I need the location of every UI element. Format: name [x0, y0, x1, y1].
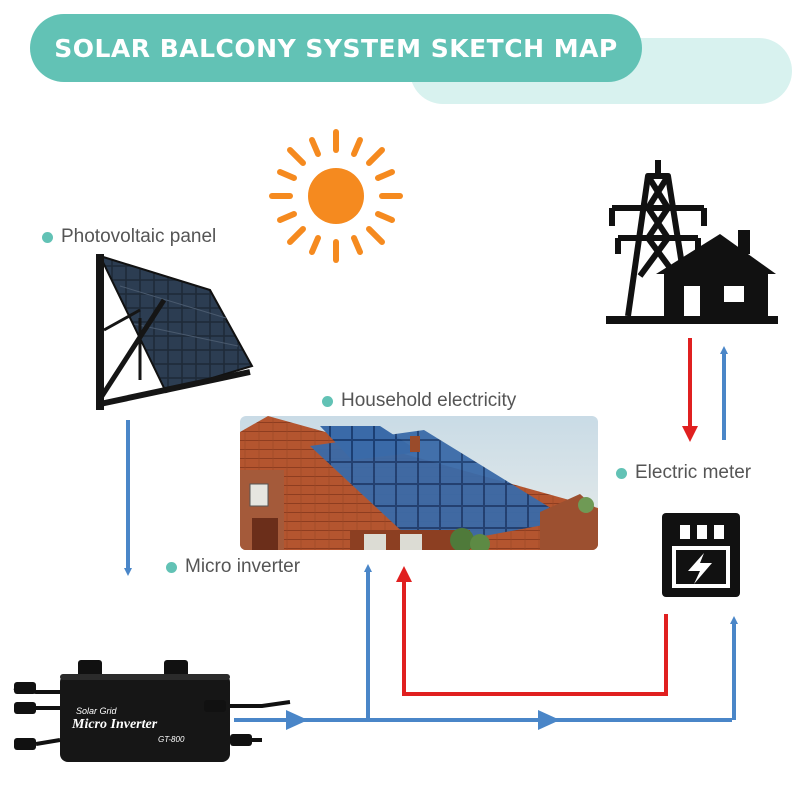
house-roof-photo: [240, 416, 598, 550]
inverter-name-text: Micro Inverter: [71, 717, 158, 732]
label-pv-panel-text: Photovoltaic panel: [61, 226, 217, 247]
label-household-text: Household electricity: [341, 390, 517, 411]
solar-panel-icon: [96, 254, 254, 410]
bullet-dot: [322, 395, 333, 407]
flow-arrowhead-red: [396, 566, 412, 582]
sun-icon: [269, 129, 403, 263]
flow-arrowhead: [286, 710, 308, 730]
power-grid-icon: [606, 160, 778, 324]
title-banner: SOLAR BALCONY SYSTEM SKETCH MAP: [30, 14, 642, 82]
bullet-dot: [166, 561, 177, 573]
bullet-dot: [616, 467, 627, 479]
micro-inverter-icon: Solar Grid Micro Inverter GT-800: [13, 660, 291, 762]
flow-red-lines: [402, 338, 692, 696]
label-household: Household electricity: [322, 390, 516, 412]
flow-blue-lines: [124, 346, 738, 722]
inverter-brand-text: Solar Grid: [76, 706, 118, 716]
label-inverter: Micro inverter: [166, 556, 300, 578]
flow-arrowhead-red: [682, 426, 698, 442]
label-inverter-text: Micro inverter: [185, 556, 301, 577]
flow-meter-to-household: [402, 580, 668, 696]
flow-arrowhead: [538, 710, 560, 730]
electric-meter-icon: [662, 513, 740, 597]
label-pv-panel: Photovoltaic panel: [42, 226, 216, 248]
inverter-model-text: GT-800: [158, 735, 185, 744]
label-meter: Electric meter: [616, 462, 751, 484]
page-title: SOLAR BALCONY SYSTEM SKETCH MAP: [54, 33, 618, 63]
label-meter-text: Electric meter: [635, 462, 752, 483]
bullet-dot: [42, 231, 53, 243]
